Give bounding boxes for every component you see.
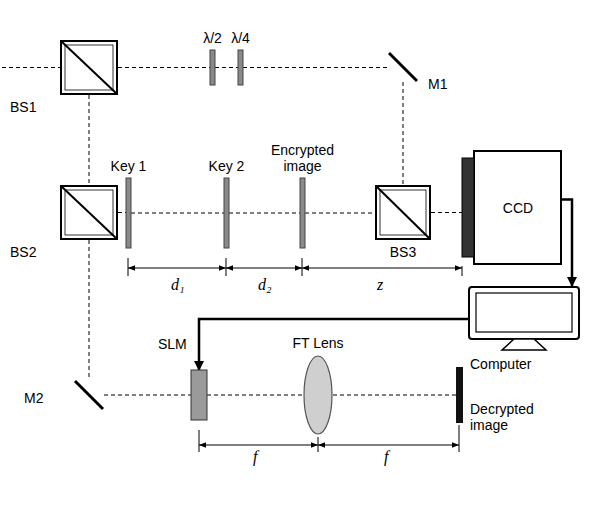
key-mask: Key 2	[224, 178, 229, 248]
beam-splitter: BS1	[60, 40, 118, 95]
component-label: Key 2	[209, 158, 245, 174]
component-label: Decrypted image	[470, 401, 562, 433]
input-beam	[2, 67, 60, 68]
output-plane: Decrypted image	[456, 367, 463, 423]
component-label: BS2	[10, 244, 36, 260]
encrypted-image-plate: Encrypted image	[300, 178, 305, 248]
ccd-camera: CCD	[462, 150, 562, 265]
shape-outline	[210, 50, 215, 85]
component-label: M2	[24, 390, 43, 406]
signal-arrow	[562, 200, 572, 287]
dimension-label: d₂	[258, 276, 272, 294]
light-beam	[118, 212, 126, 213]
signal-arrow	[199, 319, 468, 370]
fourier-lens: FT Lens	[303, 355, 333, 435]
light-beam	[229, 213, 300, 214]
light-beam	[333, 395, 456, 396]
light-beam	[89, 95, 90, 185]
computer-monitor: Computer	[468, 286, 580, 352]
component-label: BS3	[390, 244, 416, 260]
shape-outline	[468, 286, 580, 352]
component-label: CCD	[503, 200, 533, 216]
spatial-light-modulator: SLM	[191, 370, 207, 420]
quarter-wave-plate: λ/4	[238, 50, 243, 85]
light-beam	[89, 240, 90, 380]
dimension-label: f	[253, 448, 257, 466]
component-label: FT Lens	[292, 335, 343, 351]
shape-outline	[60, 40, 118, 95]
beam-splitter: BS3	[375, 185, 431, 240]
light-beam	[131, 213, 224, 214]
key-mask: Key 1	[126, 178, 131, 248]
dimension-lines	[128, 258, 462, 452]
dimension-label: d₁	[171, 276, 185, 294]
shape-outline	[300, 178, 305, 248]
component-label: Encrypted image	[263, 142, 343, 174]
light-beam	[207, 395, 303, 396]
component-label: BS1	[10, 99, 36, 115]
mirror: M2	[74, 380, 104, 410]
component-label: λ/2	[203, 30, 222, 46]
half-wave-plate: λ/2	[210, 50, 215, 85]
shape-outline	[74, 380, 104, 410]
component-label: SLM	[158, 336, 187, 352]
shape-outline	[388, 52, 418, 82]
component-label: λ/4	[231, 30, 250, 46]
light-beam	[305, 213, 375, 214]
beam-splitter: BS2	[60, 185, 118, 240]
dimension-label: z	[377, 276, 383, 294]
shape-outline	[126, 178, 131, 248]
shape-outline	[238, 50, 243, 85]
shape-outline	[303, 355, 333, 435]
mirror: M1	[388, 52, 418, 82]
light-beam	[243, 67, 388, 68]
shape-outline	[456, 367, 463, 423]
shape-outline	[375, 185, 431, 240]
component-label: Key 1	[111, 158, 147, 174]
light-beam	[104, 395, 191, 396]
component-label: M1	[428, 76, 447, 92]
shape-outline	[60, 185, 118, 240]
light-beam	[431, 212, 462, 213]
light-beam	[118, 67, 210, 68]
component-label: Computer	[470, 356, 531, 372]
dimension-label: f	[384, 448, 388, 466]
shape-outline	[191, 370, 207, 420]
light-beam	[215, 67, 238, 68]
shape-outline	[224, 178, 229, 248]
light-beam	[403, 82, 404, 185]
